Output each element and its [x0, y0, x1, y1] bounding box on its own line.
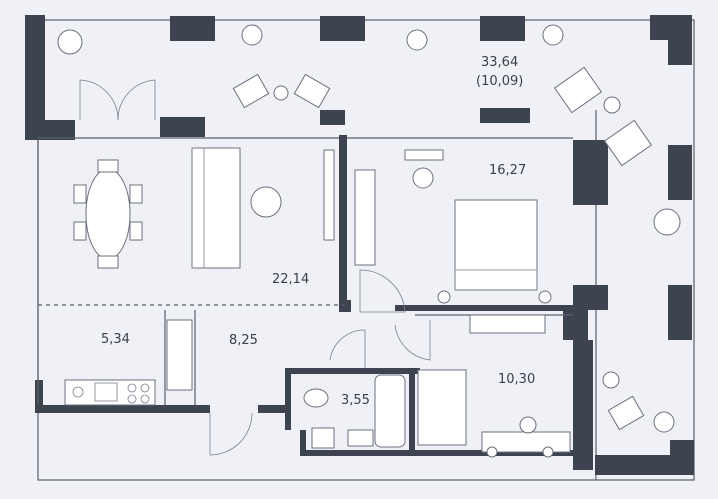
- living-area: 22,14: [272, 272, 310, 287]
- bathroom-area: 3,55: [341, 393, 370, 408]
- bedroom-2-area: 10,30: [498, 372, 536, 387]
- bedroom-1-furniture: [354, 149, 552, 304]
- bedroom-2-furniture: [417, 314, 571, 458]
- terrace-area-reduced: (10,09): [476, 74, 524, 89]
- kitchen-area: 5,34: [101, 332, 130, 347]
- hall-area: 8,25: [229, 333, 258, 348]
- walls: [25, 15, 694, 475]
- doors: [79, 79, 431, 456]
- interior-lines: [37, 137, 573, 405]
- living-furniture: [73, 147, 335, 269]
- bedroom-1-area: 16,27: [489, 163, 527, 178]
- terrace-furniture: [57, 24, 681, 433]
- kitchen-furniture: [64, 319, 193, 406]
- terrace-area: 33,64: [481, 55, 519, 70]
- bathroom-fixtures: [303, 374, 406, 449]
